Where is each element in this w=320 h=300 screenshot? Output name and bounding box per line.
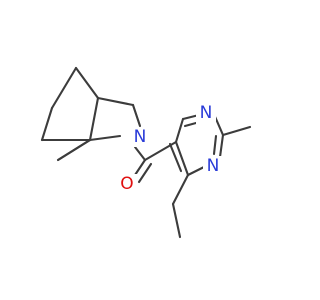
bond: [88, 134, 122, 142]
atom-n-pyrimidine-3: N: [203, 156, 223, 176]
bond: [174, 117, 185, 144]
bond: [96, 96, 135, 107]
bond: [212, 134, 218, 156]
bond: [131, 103, 142, 128]
atom-label-n-pyrimidine-1: N: [200, 103, 213, 123]
atom-n-pyrimidine-1: N: [196, 103, 216, 124]
atom-o-carbonyl: O: [117, 174, 137, 194]
atom-n-amide: N: [130, 127, 150, 147]
bond: [218, 133, 225, 159]
bond: [183, 121, 198, 128]
atom-label-n-amide: N: [134, 127, 147, 147]
bond: [56, 138, 92, 162]
atom-label-n-pyrimidine-3: N: [207, 156, 220, 176]
molecule-structure: N O N N: [40, 66, 252, 239]
bond: [221, 125, 252, 137]
bond: [50, 66, 78, 110]
bond: [74, 66, 100, 100]
bond: [168, 142, 183, 173]
bond: [40, 106, 54, 142]
bond: [171, 173, 190, 206]
bond: [174, 140, 190, 177]
bond: [137, 162, 153, 184]
bond: [171, 202, 182, 239]
bond: [88, 96, 100, 142]
atom-label-o-carbonyl: O: [120, 174, 133, 194]
bond: [133, 145, 147, 162]
